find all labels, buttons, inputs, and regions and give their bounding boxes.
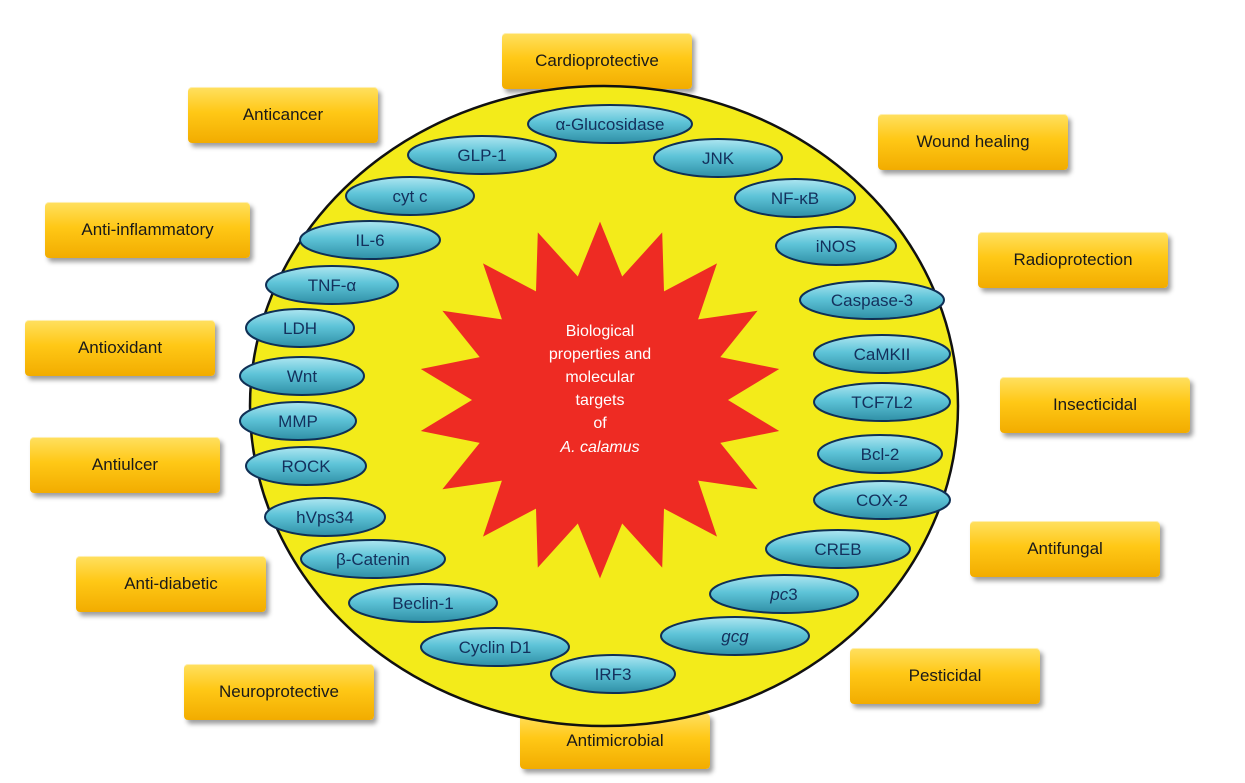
center-label: Biological properties and molecular targ…	[549, 323, 651, 456]
property-insecticidal: Insecticidal	[1000, 377, 1190, 433]
target-pill-shape	[245, 308, 355, 348]
target-label: α-Glucosidase	[555, 115, 664, 134]
target-label: cyt c	[393, 187, 428, 206]
center-line-4: targets	[576, 392, 625, 409]
target-label: hVps34	[296, 508, 354, 527]
target-pill-shape	[239, 401, 357, 441]
property-anti-diabetic: Anti-diabetic	[76, 556, 266, 612]
target-label: Caspase-3	[831, 291, 913, 310]
target-pill: JNK	[653, 138, 783, 178]
center-line-1: Biological	[566, 323, 634, 340]
target-pill: α-Glucosidase	[527, 104, 693, 144]
target-pill: MMP	[239, 401, 357, 441]
target-label: NF-κB	[771, 189, 819, 208]
property-antioxidant: Antioxidant	[25, 320, 215, 376]
target-pill: Cyclin D1	[420, 627, 570, 667]
target-pill: Wnt	[239, 356, 365, 396]
target-pill: iNOS	[775, 226, 897, 266]
target-pill: β-Catenin	[300, 539, 446, 579]
target-pill-shape	[264, 497, 386, 537]
property-wound-healing: Wound healing	[878, 114, 1068, 170]
target-pill: IRF3	[550, 654, 676, 694]
target-label: IL-6	[355, 231, 384, 250]
property-cardioprotective: Cardioprotective	[502, 33, 692, 89]
center-line-5: of	[593, 415, 607, 432]
target-pill: CREB	[765, 529, 911, 569]
target-label: LDH	[283, 319, 317, 338]
target-pill-shape	[653, 138, 783, 178]
target-pill-shape	[300, 539, 446, 579]
target-label: TCF7L2	[851, 393, 912, 412]
target-pill-shape	[799, 280, 945, 320]
target-pill-shape	[734, 178, 856, 218]
target-pill: COX-2	[813, 480, 951, 520]
target-pill: cyt c	[345, 176, 475, 216]
target-pill: IL-6	[299, 220, 441, 260]
target-pill-shape	[813, 382, 951, 422]
target-pill-shape	[299, 220, 441, 260]
target-label: CaMKII	[854, 345, 911, 364]
target-label: β-Catenin	[336, 550, 410, 569]
target-pill-shape	[527, 104, 693, 144]
target-pill-shape	[775, 226, 897, 266]
target-label: ROCK	[281, 457, 331, 476]
target-label: pc3	[769, 585, 797, 604]
target-label: iNOS	[816, 237, 857, 256]
target-label: MMP	[278, 412, 318, 431]
center-species: A. calamus	[559, 439, 639, 456]
target-pill-shape	[239, 356, 365, 396]
target-pill: Bcl-2	[817, 434, 943, 474]
target-pill: hVps34	[264, 497, 386, 537]
target-pill: pc3	[709, 574, 859, 614]
property-antiulcer: Antiulcer	[30, 437, 220, 493]
target-label: Cyclin D1	[459, 638, 532, 657]
target-pill-shape	[709, 574, 859, 614]
target-pill: TNF-α	[265, 265, 399, 305]
target-pill-shape	[550, 654, 676, 694]
target-label: gcg	[721, 627, 749, 646]
property-anti-inflammatory: Anti-inflammatory	[45, 202, 250, 258]
target-pill: gcg	[660, 616, 810, 656]
property-anticancer: Anticancer	[188, 87, 378, 143]
starburst	[420, 221, 780, 579]
target-pill: NF-κB	[734, 178, 856, 218]
target-label: CREB	[814, 540, 861, 559]
property-pesticidal: Pesticidal	[850, 648, 1040, 704]
target-pill-shape	[265, 265, 399, 305]
property-radioprotection: Radioprotection	[978, 232, 1168, 288]
target-label: GLP-1	[457, 146, 506, 165]
target-pill: LDH	[245, 308, 355, 348]
center-line-3: molecular	[565, 369, 635, 386]
target-pill-shape	[345, 176, 475, 216]
target-pill-shape	[348, 583, 498, 623]
target-pill-shape	[420, 627, 570, 667]
target-pill-shape	[817, 434, 943, 474]
target-pill: TCF7L2	[813, 382, 951, 422]
target-label: TNF-α	[308, 276, 357, 295]
target-pill: CaMKII	[813, 334, 951, 374]
target-label: IRF3	[595, 665, 632, 684]
property-neuroprotective: Neuroprotective	[184, 664, 374, 720]
target-label: JNK	[702, 149, 735, 168]
center-line-2: properties and	[549, 346, 651, 363]
target-label: Beclin-1	[392, 594, 453, 613]
target-pill-shape	[813, 334, 951, 374]
target-pill: Beclin-1	[348, 583, 498, 623]
target-pill: Caspase-3	[799, 280, 945, 320]
target-label: Wnt	[287, 367, 318, 386]
target-pill: ROCK	[245, 446, 367, 486]
target-pill-shape	[765, 529, 911, 569]
property-antifungal: Antifungal	[970, 521, 1160, 577]
target-pill-shape	[660, 616, 810, 656]
target-pill-shape	[245, 446, 367, 486]
target-pill: GLP-1	[407, 135, 557, 175]
target-pill-shape	[813, 480, 951, 520]
target-label: Bcl-2	[861, 445, 900, 464]
target-pill-shape	[407, 135, 557, 175]
target-label: COX-2	[856, 491, 908, 510]
